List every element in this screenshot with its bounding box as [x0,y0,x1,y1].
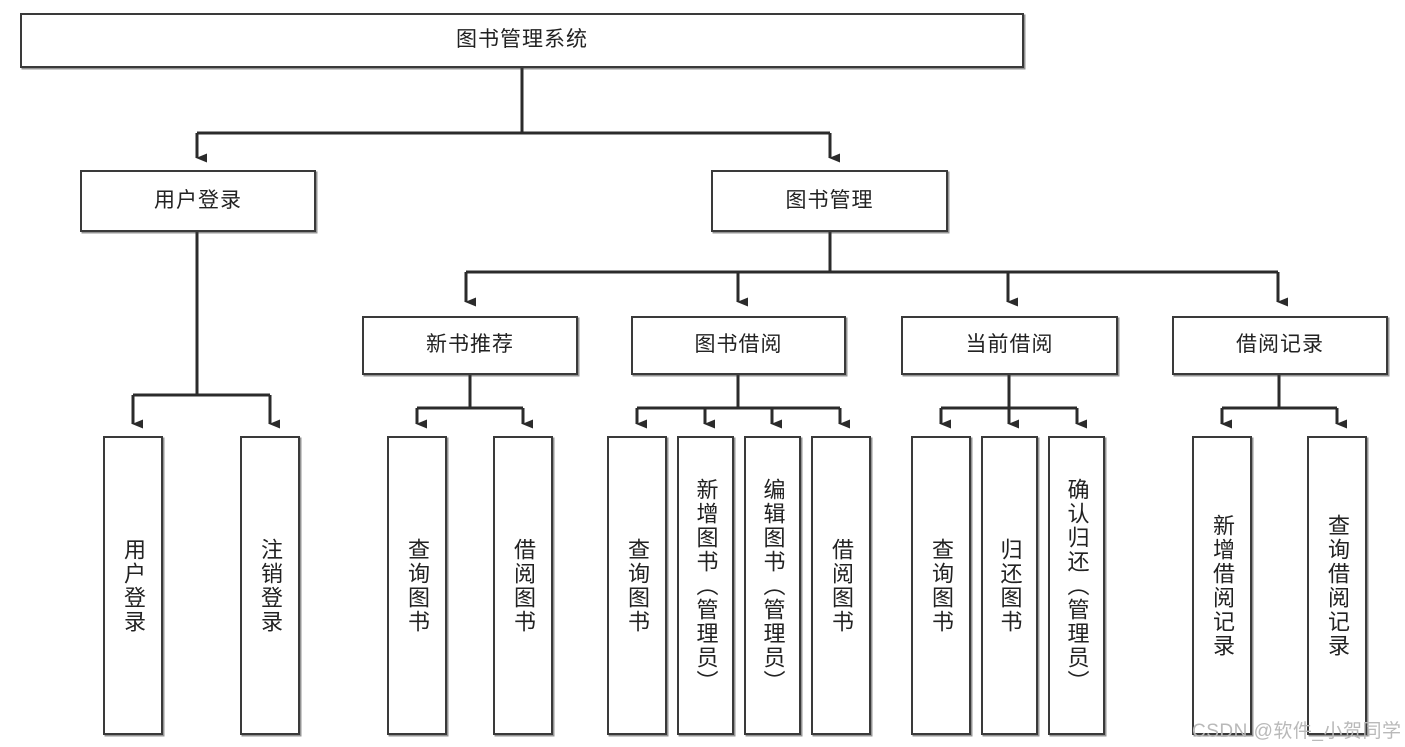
leaf-label: 确认归还（管理员） [1064,477,1090,694]
leaf-current-borrow-confirm-return-admin[interactable]: 确认归还（管理员） [1048,436,1105,735]
node-label: 借阅记录 [1236,333,1324,357]
leaf-label: 查询图书 [928,537,954,634]
node-root-book-management-system[interactable]: 图书管理系统 [20,13,1024,68]
leaf-book-borrow-add-book-admin[interactable]: 新增图书（管理员） [677,436,734,735]
leaf-label: 新增借阅记录 [1209,513,1235,658]
leaf-borrow-record-query-record[interactable]: 查询借阅记录 [1307,436,1367,735]
node-label: 图书管理系统 [456,28,588,52]
leaf-user-login-login[interactable]: 用户登录 [103,436,163,735]
leaf-borrow-record-add-record[interactable]: 新增借阅记录 [1192,436,1252,735]
node-label: 当前借阅 [965,333,1054,357]
leaf-current-borrow-query-book[interactable]: 查询图书 [911,436,971,735]
leaf-label: 查询图书 [624,537,650,634]
node-label: 用户登录 [154,188,242,212]
leaf-new-book-borrow-book[interactable]: 借阅图书 [493,436,553,735]
leaf-label: 借阅图书 [510,537,536,634]
leaf-label: 查询图书 [404,537,430,634]
leaf-book-borrow-edit-book-admin[interactable]: 编辑图书（管理员） [744,436,801,735]
leaf-current-borrow-return-book[interactable]: 归还图书 [981,436,1038,735]
node-label: 新书推荐 [426,333,514,357]
leaf-book-borrow-borrow-book[interactable]: 借阅图书 [811,436,871,735]
leaf-label: 用户登录 [120,537,146,634]
leaf-label: 借阅图书 [828,537,854,634]
node-book-borrowing[interactable]: 图书借阅 [631,316,846,375]
node-new-book-recommendation[interactable]: 新书推荐 [362,316,578,375]
node-borrowing-record[interactable]: 借阅记录 [1172,316,1388,375]
node-label: 图书借阅 [694,333,783,357]
leaf-new-book-query-book[interactable]: 查询图书 [387,436,447,735]
leaf-user-login-logout[interactable]: 注销登录 [240,436,300,735]
leaf-book-borrow-query-book[interactable]: 查询图书 [607,436,667,735]
node-user-login[interactable]: 用户登录 [80,170,316,232]
leaf-label: 查询借阅记录 [1324,513,1350,658]
leaf-label: 新增图书（管理员） [693,477,719,694]
leaf-label: 编辑图书（管理员） [760,477,786,694]
node-book-management[interactable]: 图书管理 [711,170,948,232]
node-current-borrowing[interactable]: 当前借阅 [901,316,1118,375]
node-label: 图书管理 [785,188,874,212]
leaf-label: 归还图书 [997,537,1023,634]
leaf-label: 注销登录 [257,537,283,634]
